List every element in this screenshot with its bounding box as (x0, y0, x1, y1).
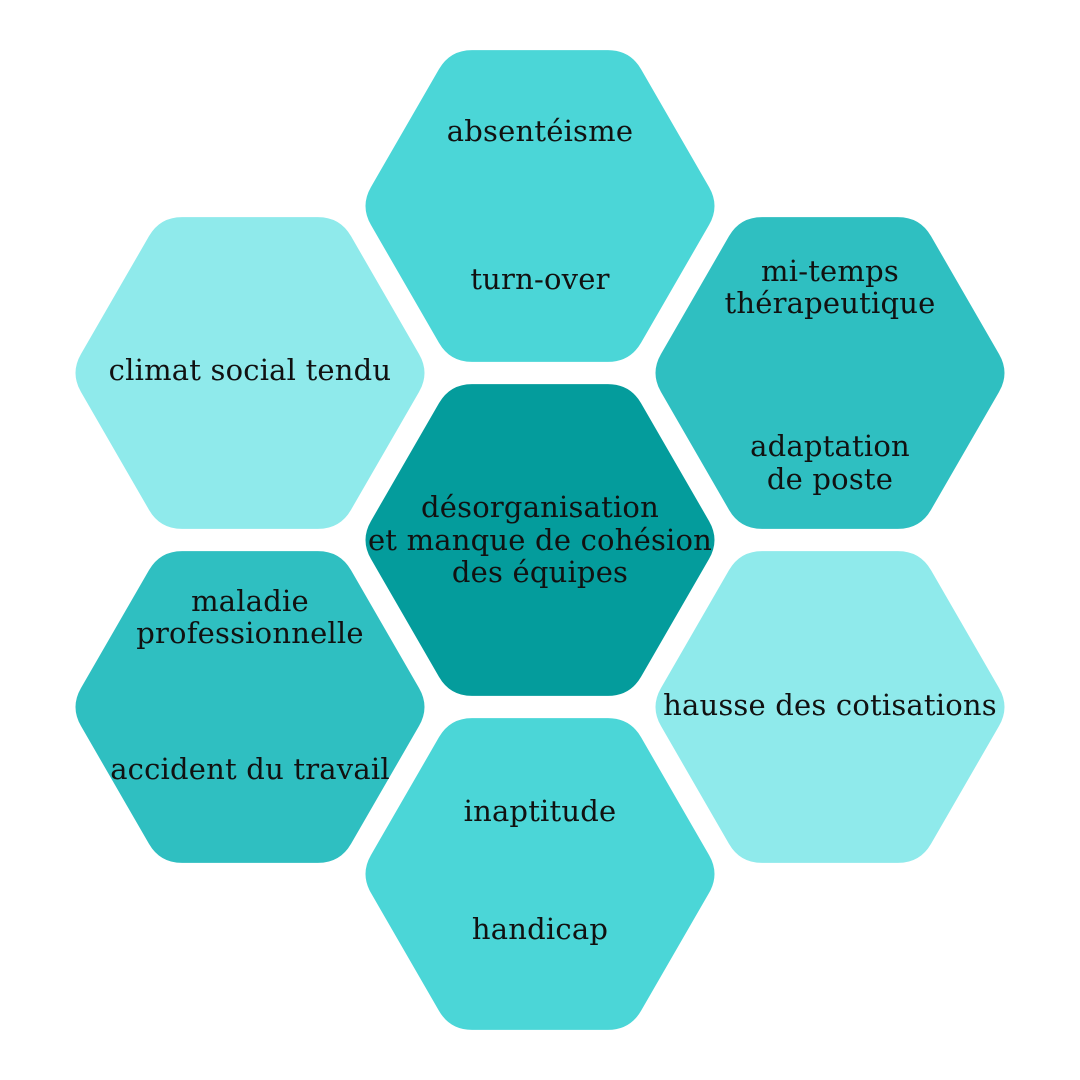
hexagon-top (365, 50, 715, 362)
hex-label-center: désorganisation et manque de cohésion de… (360, 460, 720, 620)
hexagon-bottom (365, 718, 715, 1030)
label-adaptation: adaptation (750, 429, 910, 464)
hex-label-bottom-left: maladie professionnelle accident du trav… (80, 585, 420, 785)
label-group-mi-temps: mi-temps thérapeutique (725, 255, 936, 320)
label-climat-social-tendu: climat social tendu (108, 352, 392, 387)
hex-label-top: absentéisme turn-over (380, 115, 700, 295)
hexagon-top-left (75, 217, 425, 529)
label-mi-temps: mi-temps (761, 254, 899, 288)
label-maladie: maladie (191, 584, 309, 618)
label-hausse-des-cotisations: hausse des cotisations (663, 687, 997, 722)
label-manque-de-cohesion: et manque de cohésion (367, 522, 713, 557)
label-turn-over: turn-over (470, 261, 610, 296)
label-des-equipes: des équipes (451, 555, 629, 590)
hex-label-bottom-right: hausse des cotisations (660, 670, 1000, 740)
label-de-poste: de poste (766, 461, 894, 496)
label-desorganisation: désorganisation (421, 490, 659, 525)
label-professionnelle: professionnelle (136, 616, 364, 651)
label-absenteisme: absentéisme (446, 114, 634, 148)
hex-label-bottom: inaptitude handicap (380, 795, 700, 945)
hexagon-bottom-right (655, 551, 1005, 863)
hex-label-top-right: mi-temps thérapeutique adaptation de pos… (675, 255, 985, 495)
hexagon-top-right (655, 217, 1005, 529)
label-group-maladie: maladie professionnelle (136, 585, 364, 650)
label-therapeutique: thérapeutique (724, 286, 936, 321)
hex-label-top-left: climat social tendu (80, 335, 420, 405)
label-inaptitude: inaptitude (463, 794, 617, 828)
label-accident-du-travail: accident du travail (110, 751, 390, 786)
label-group-adaptation: adaptation de poste (750, 430, 910, 495)
label-handicap: handicap (471, 911, 609, 946)
hexagon-bottom-left (75, 551, 425, 863)
hexagon-center (365, 384, 715, 696)
